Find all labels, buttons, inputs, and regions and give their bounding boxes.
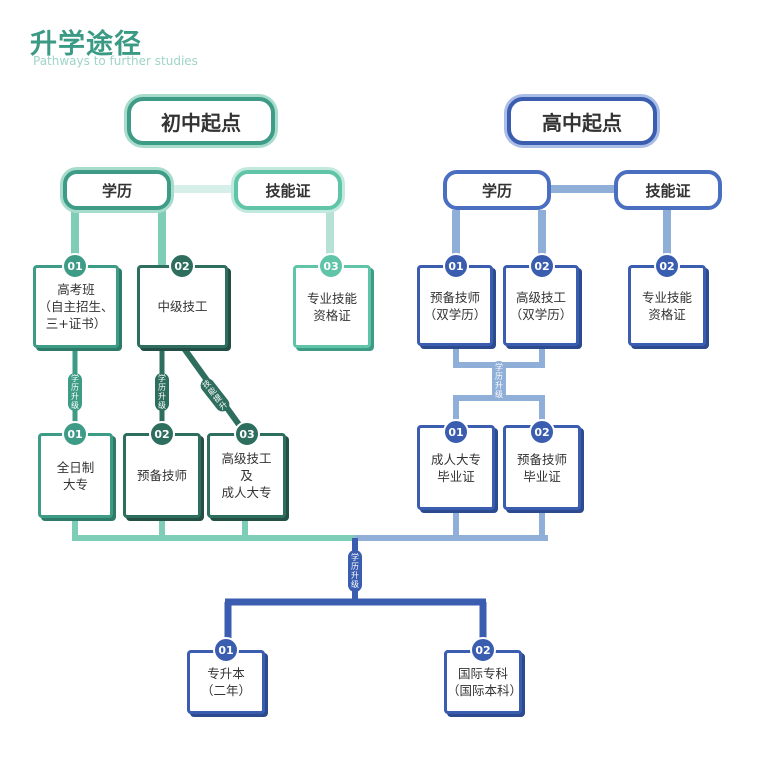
tag-char: 升 <box>158 392 166 401</box>
tag-char: 历 <box>495 372 503 381</box>
middle-school-result-2-text: 预备技师 <box>136 468 187 483</box>
high-school-result-2-text: 预备技师毕业证 <box>516 451 567 484</box>
page-title: 升学途径 <box>30 29 142 60</box>
tag-char: 级 <box>495 390 503 399</box>
middle-school-result-1-badge: 01 <box>62 421 88 447</box>
high-school-item-2-text: 高级技工（双学历） <box>509 289 573 322</box>
middle-school-start-heading: 初中起点 <box>127 97 275 145</box>
tag-char: 学 <box>495 363 503 372</box>
final-result-1-text: 专升本（二年） <box>200 666 251 698</box>
high-school-item-1-badge: 01 <box>443 253 469 279</box>
final-result-2-text: 国际专科（国际本科） <box>447 666 523 698</box>
middle-school-result-3: 高级技工及成人大专 <box>207 433 286 518</box>
tag-char: 历 <box>158 383 166 392</box>
tag-char: 升 <box>495 381 503 390</box>
middle-school-result-1: 全日制大专 <box>38 433 113 518</box>
tag-char: 学 <box>351 553 359 562</box>
high-school-result-1-badge: 01 <box>443 419 469 445</box>
high-school-item-1-text: 预备技师（双学历） <box>423 289 487 322</box>
tag-char: 升 <box>351 571 359 580</box>
tag-char: 学 <box>71 374 79 383</box>
middle-school-item-1-badge: 01 <box>62 253 88 279</box>
high-school-start-heading: 高中起点 <box>507 97 657 145</box>
middle-school-item-2: 中级技工 <box>137 265 228 348</box>
middle-school-result-2-badge: 02 <box>149 421 175 447</box>
tag-char: 级 <box>351 580 359 589</box>
middle-school-item-3-text: 专业技能资格证 <box>306 290 357 323</box>
middle-school-result-3-text: 高级技工及成人大专 <box>221 451 272 500</box>
high-school-item-3-text: 专业技能资格证 <box>641 289 692 322</box>
tag-char: 升 <box>71 392 79 401</box>
high-school-skill-label: 技能证 <box>614 170 722 210</box>
tag-char: 级 <box>71 401 79 410</box>
high-school-upgrade-tag: 学历升级 <box>492 361 506 401</box>
final-result-1-badge: 01 <box>213 637 239 663</box>
high-school-result-2-badge: 02 <box>529 419 555 445</box>
middle-school-upgrade-tag-1: 学历升级 <box>68 373 82 411</box>
high-school-result-1-text: 成人大专毕业证 <box>430 451 481 484</box>
page-subtitle: Pathways to further studies <box>33 54 198 68</box>
middle-school-item-2-text: 中级技工 <box>157 299 208 314</box>
middle-school-edu-label: 学历 <box>63 170 171 210</box>
middle-school-item-3-badge: 03 <box>318 253 344 279</box>
tag-char: 学 <box>158 374 166 383</box>
final-upgrade-tag: 学历升级 <box>348 550 362 592</box>
middle-school-result-3-badge: 03 <box>234 421 260 447</box>
tag-char: 历 <box>71 383 79 392</box>
final-result-2-badge: 02 <box>470 637 496 663</box>
high-school-item-3-badge: 02 <box>654 253 680 279</box>
middle-school-result-1-text: 全日制大专 <box>56 459 95 492</box>
high-school-item-2-badge: 02 <box>529 253 555 279</box>
middle-school-item-2-badge: 02 <box>169 253 195 279</box>
tag-char: 历 <box>351 562 359 571</box>
tag-char: 级 <box>158 401 166 410</box>
middle-school-upgrade-tag-2: 学历升级 <box>155 373 169 411</box>
middle-school-skill-label: 技能证 <box>234 170 342 210</box>
middle-school-item-1-text: 高考班（自主招生、三+证书） <box>38 282 114 331</box>
high-school-edu-label: 学历 <box>443 170 551 210</box>
